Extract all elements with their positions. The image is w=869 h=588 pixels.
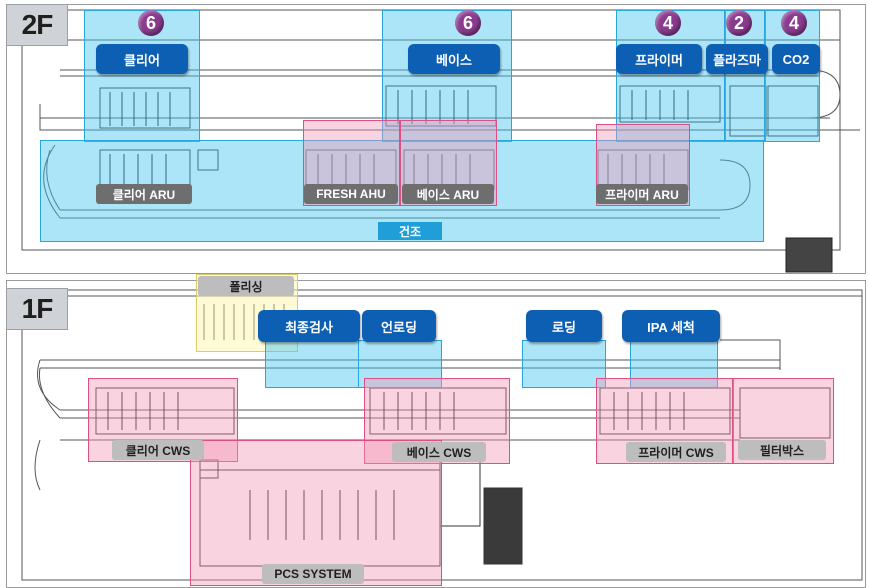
process-label-unloading: 언로딩 <box>362 310 436 342</box>
zone-loading <box>522 340 606 388</box>
process-label-clear: 클리어 <box>96 44 188 74</box>
pcs-system-label: PCS SYSTEM <box>262 564 364 584</box>
process-label-primer: 프라이머 <box>616 44 702 74</box>
cws-label-clear: 클리어 CWS <box>112 440 204 460</box>
booth-count-badge: 4 <box>781 10 807 36</box>
polishing-label: 폴리싱 <box>198 276 294 296</box>
process-label-final-inspection: 최종검사 <box>258 310 360 342</box>
cws-label-base: 베이스 CWS <box>392 442 486 462</box>
cws-label-primer: 프라이머 CWS <box>626 442 726 462</box>
process-label-co2: CO2 <box>772 44 820 74</box>
floor-2f-tag: 2F <box>6 4 68 46</box>
booth-count-badge: 2 <box>726 10 752 36</box>
aru-label-base: 베이스 ARU <box>402 184 494 204</box>
filter-box-label: 필터박스 <box>738 440 826 460</box>
zone-pcs-system <box>190 440 442 586</box>
floor-1f-tag: 1F <box>6 288 68 330</box>
aru-label-clear: 클리어 ARU <box>96 184 192 204</box>
dry-label: 건조 <box>378 222 442 240</box>
process-label-plasma: 플라즈마 <box>706 44 768 74</box>
aru-label-primer: 프라이머 ARU <box>596 184 688 204</box>
process-label-loading: 로딩 <box>526 310 602 342</box>
aru-label-fresh: FRESH AHU <box>304 184 398 204</box>
booth-count-badge: 4 <box>655 10 681 36</box>
zone-unloading <box>358 340 442 388</box>
process-label-base: 베이스 <box>408 44 500 74</box>
zone-final-inspection <box>265 340 359 388</box>
booth-count-badge: 6 <box>138 10 164 36</box>
process-label-ipa-cleaning: IPA 세척 <box>622 310 720 342</box>
booth-count-badge: 6 <box>455 10 481 36</box>
